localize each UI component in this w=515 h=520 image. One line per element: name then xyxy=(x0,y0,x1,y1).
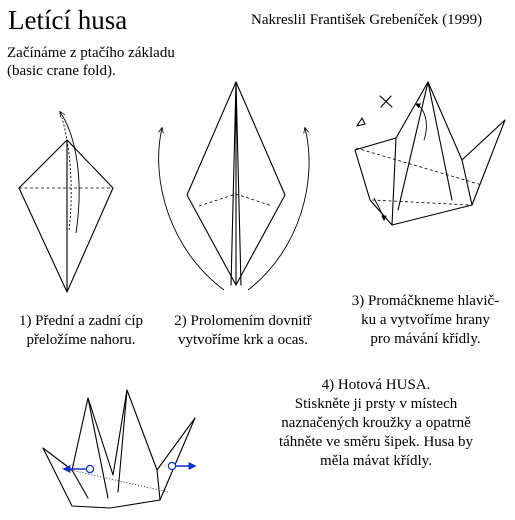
step-1-line-2: přeložíme nahoru. xyxy=(26,332,136,348)
author-credit: Nakreslil František Grebeníček (1999) xyxy=(251,12,483,28)
page-title: Letící husa xyxy=(8,5,128,35)
wing-crease-left xyxy=(87,397,109,499)
right-grip-circle-icon xyxy=(167,461,177,471)
figure-4-goose xyxy=(42,389,197,509)
step-2-caption: 2) Prolomením dovnitř vytvoříme krk a oc… xyxy=(163,312,323,350)
figure-2-reverse-fold xyxy=(159,81,310,291)
crane-body-outline xyxy=(354,81,506,226)
head-marker-icon xyxy=(356,117,366,127)
step-4-line-3: naznačených kroužky a opatrně xyxy=(281,415,471,431)
step-1-line-1: 1) Přední a zadní cíp xyxy=(18,313,144,329)
step-4-line-5: měla mávat křídly. xyxy=(320,453,432,469)
inner-crease-right xyxy=(235,81,242,286)
right-reverse-arrow-icon xyxy=(247,128,310,291)
inner-crease-left xyxy=(230,81,237,286)
figure-3-crane xyxy=(354,81,506,226)
body-crease xyxy=(391,137,397,226)
bird-base-outline xyxy=(18,139,114,293)
step-3-line-1: 3) Promáčkneme hlavič- xyxy=(351,293,500,309)
intro-line-1: Začínáme z ptačího základu xyxy=(7,45,175,61)
step-3-line-2: ku a vytvoříme hrany xyxy=(361,312,490,328)
step-4-caption: 4) Hotová HUSA. Stiskněte ji prsty v mís… xyxy=(248,376,504,471)
step-4-line-1: 4) Hotová HUSA. xyxy=(321,377,431,393)
neck-crease xyxy=(71,469,89,499)
step-4-line-2: Stiskněte ji prsty v místech xyxy=(294,396,458,412)
body-line xyxy=(61,467,169,493)
left-reverse-arrow-icon xyxy=(159,128,225,291)
step-2-line-2: vytvoříme krk a ocas. xyxy=(178,332,308,348)
reverse-fold-line xyxy=(198,193,273,207)
goose-outline xyxy=(42,389,196,509)
intro-text: Začínáme z ptačího základu (basic crane … xyxy=(7,44,175,80)
intro-line-2: (basic crane fold). xyxy=(7,63,116,79)
step-1-caption: 1) Přední a zadní cíp přeložíme nahoru. xyxy=(2,312,160,350)
fold-up-arrow-back-icon xyxy=(61,117,72,231)
left-grip-circle-icon xyxy=(85,464,95,474)
wing-crease-left xyxy=(397,81,429,211)
wing-crease-right xyxy=(427,81,453,201)
pull-down-arrow-icon xyxy=(373,197,387,222)
step-2-line-1: 2) Prolomením dovnitř xyxy=(174,313,312,329)
wing-crease-right xyxy=(117,389,128,493)
x-mark-stroke xyxy=(380,95,392,108)
tail-crease xyxy=(461,159,473,206)
step-4-line-4: táhněte ve směru šipek. Husa by xyxy=(278,434,474,450)
figure-1-bird-base xyxy=(18,112,114,293)
fold-up-arrow-icon xyxy=(60,112,80,234)
step-3-line-3: pro mávání křídly. xyxy=(370,331,481,347)
step-3-caption: 3) Promáčkneme hlavič- ku a vytvoříme hr… xyxy=(339,292,512,349)
squash-arrow-icon xyxy=(415,103,427,141)
tail-crease xyxy=(156,469,161,501)
